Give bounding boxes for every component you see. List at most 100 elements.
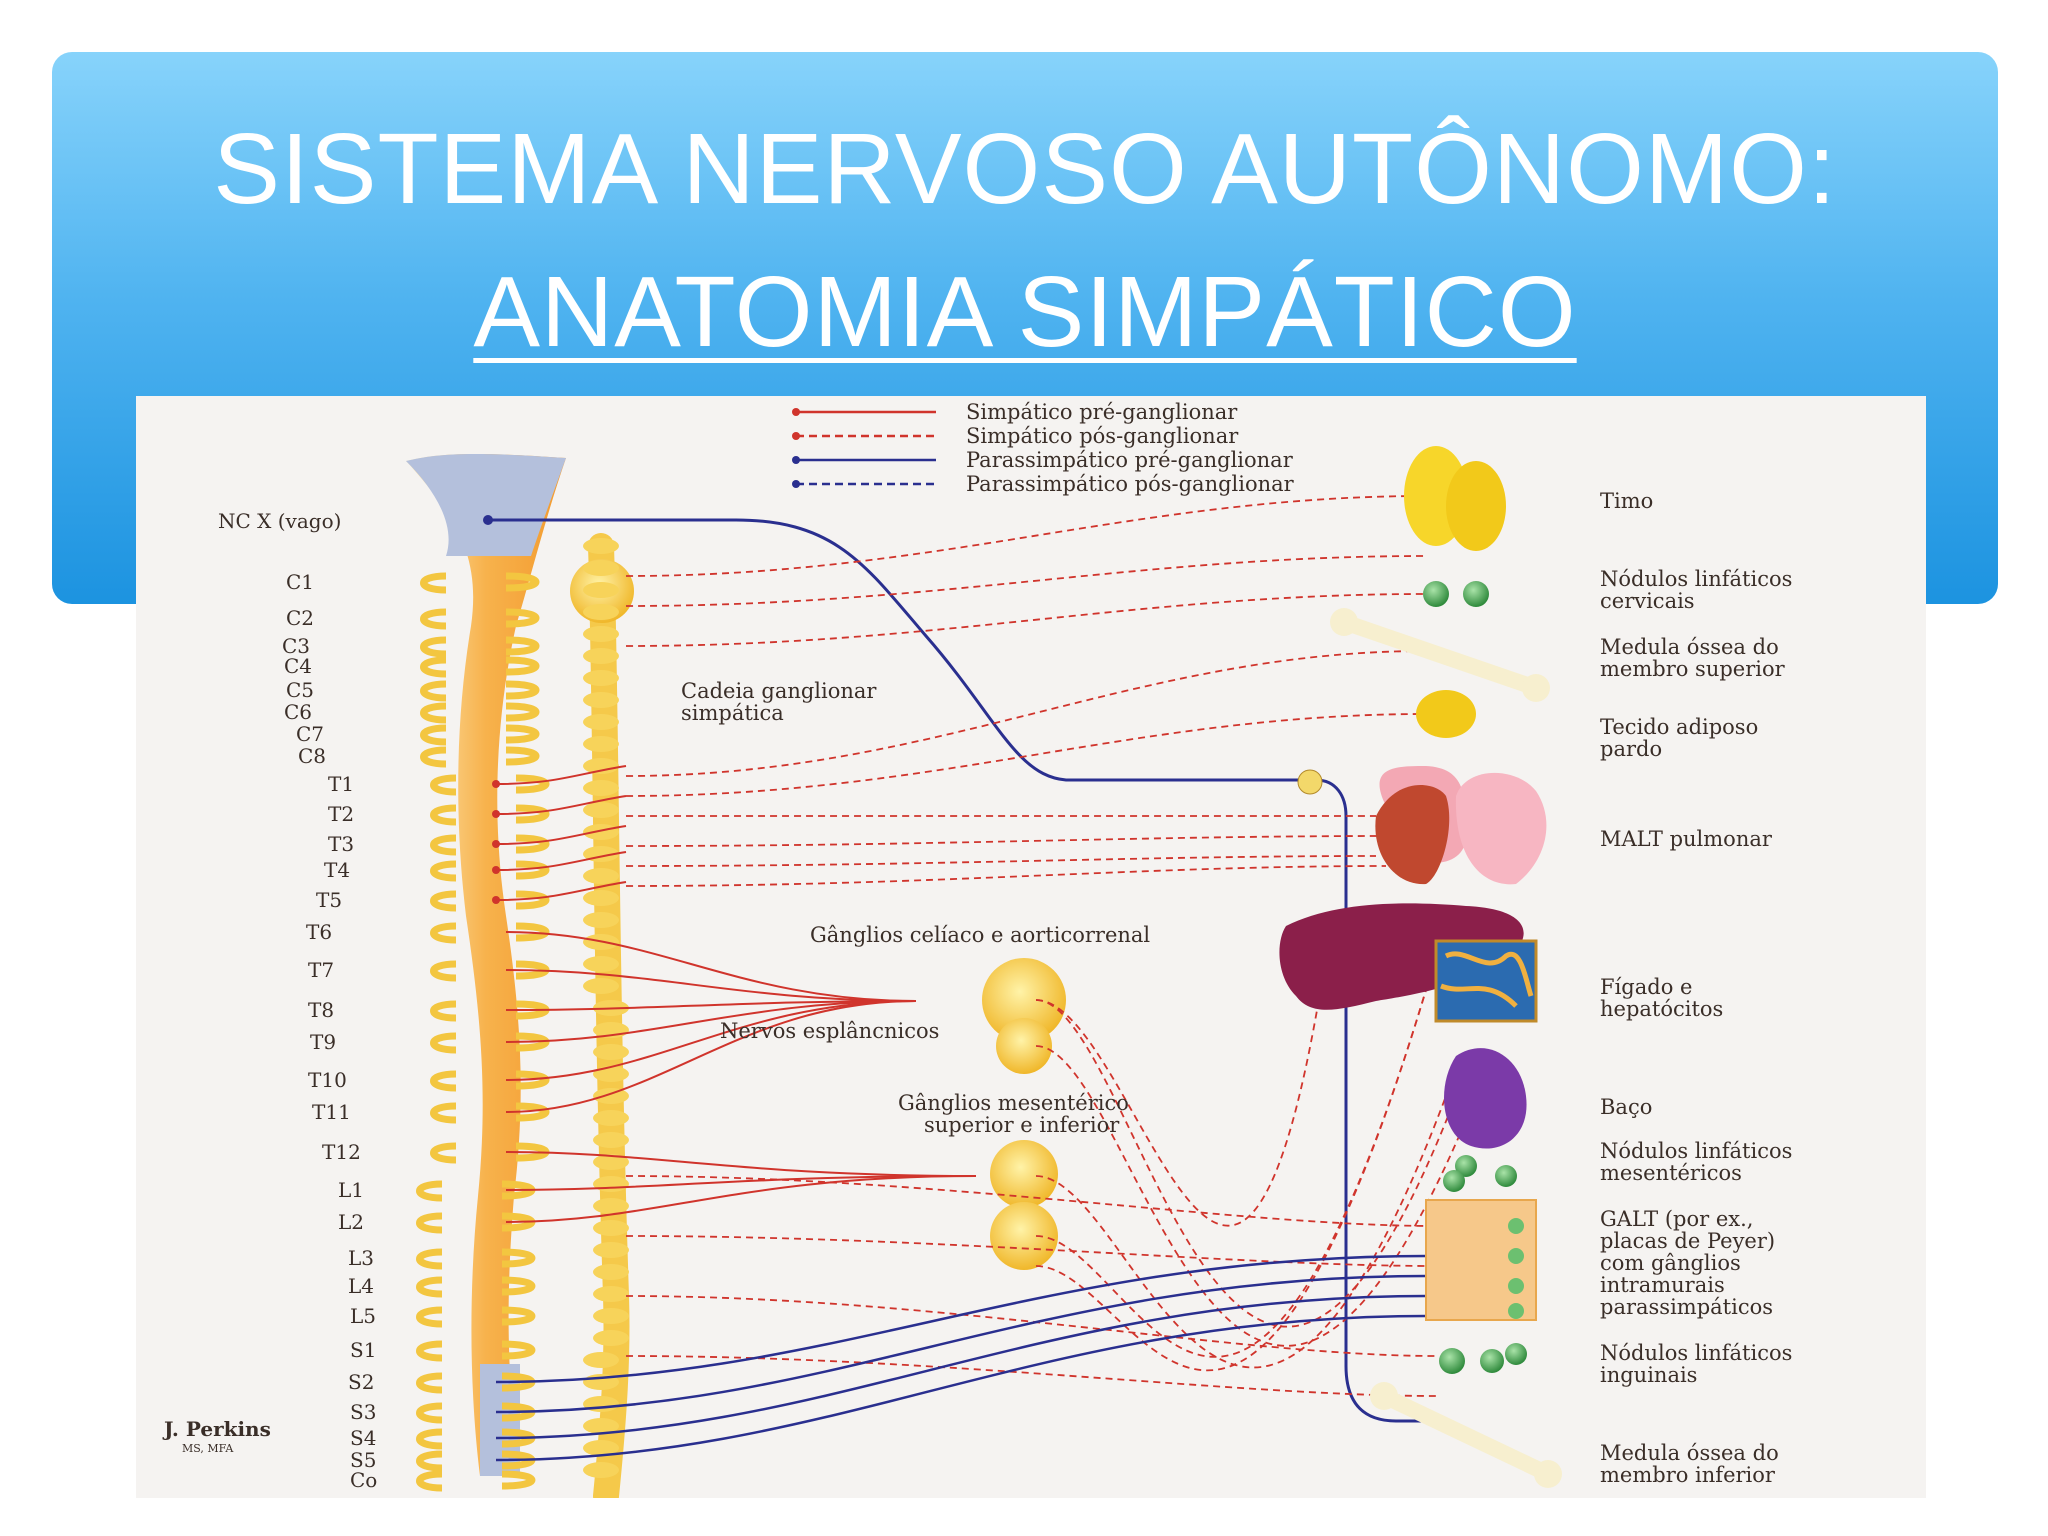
spinal-root <box>501 1276 536 1296</box>
legend-item-para-pos: Parassimpático pós-ganglionar <box>792 472 1295 496</box>
segment-label: T3 <box>328 832 354 856</box>
spinal-root <box>430 922 457 944</box>
segment-label: C7 <box>296 722 324 746</box>
postganglionic-fiber <box>1035 999 1457 1328</box>
chain-ganglion <box>583 868 619 884</box>
spinal-root <box>420 724 447 746</box>
mesenteric-fiber <box>505 1175 977 1223</box>
segment-label: L1 <box>338 1178 364 1202</box>
parasympathetic-fiber <box>495 1274 1427 1414</box>
celiac-ganglia <box>982 958 1066 1074</box>
segment-label: S1 <box>350 1338 376 1362</box>
anatomy-figure: Simpático pré-ganglionar Simpático pós-g… <box>136 396 1926 1498</box>
chain-ganglion <box>583 604 619 620</box>
preganglionic-fiber <box>495 825 627 845</box>
splanchnic-fiber <box>505 1000 917 1011</box>
postganglionic-fibers <box>625 495 1477 1397</box>
organ-label-thymus: Timo <box>1600 489 1653 513</box>
legend-item-simp-pre: Simpático pré-ganglionar <box>792 400 1238 424</box>
segment-label: T10 <box>308 1068 347 1092</box>
chain-ganglion <box>593 1132 629 1148</box>
chain-ganglion <box>583 1418 619 1434</box>
spinal-root <box>420 656 447 678</box>
splanchnic-fiber <box>505 1000 917 1043</box>
spinal-root <box>420 680 447 702</box>
segment-label: C5 <box>286 678 314 702</box>
brown-fat-illustration <box>1416 690 1476 738</box>
segment-label: S2 <box>348 1370 374 1394</box>
chain-ganglion <box>583 1440 619 1456</box>
mesenteric-label: Gânglios mesentérico <box>898 1091 1129 1115</box>
chain-ganglion <box>583 978 619 994</box>
spinal-root <box>416 1428 443 1450</box>
preganglionic-fiber <box>495 881 627 901</box>
sympathetic-chain <box>570 533 634 1498</box>
spinal-root <box>505 656 540 676</box>
chain-ganglion <box>583 956 619 972</box>
segment-label: T9 <box>310 1030 336 1054</box>
chain-label: Cadeia ganglionar <box>681 679 877 703</box>
postganglionic-fiber <box>625 650 1427 777</box>
postganglionic-fiber <box>625 1295 1437 1357</box>
chain-ganglion <box>583 582 619 598</box>
spinal-root <box>416 1372 443 1394</box>
chain-ganglion <box>593 1308 629 1324</box>
preganglionic-fibers <box>492 765 977 1223</box>
chain-ganglion <box>593 1286 629 1302</box>
segment-label: C2 <box>286 606 314 630</box>
fiber-origin-dot <box>492 896 500 904</box>
spinal-root <box>420 636 447 658</box>
organ-label-malt: MALT pulmonar <box>1600 827 1773 851</box>
spinal-root <box>430 1070 457 1092</box>
postganglionic-fiber <box>625 593 1427 647</box>
spinal-root <box>416 1470 443 1492</box>
chain-ganglion <box>593 1242 629 1258</box>
spinal-root <box>515 1032 550 1052</box>
parasympathetic-fiber <box>495 1314 1427 1462</box>
chain-ganglion <box>583 780 619 796</box>
postganglionic-fiber <box>625 1175 1437 1227</box>
spinal-root <box>515 804 550 824</box>
mesenteric-fiber <box>505 1151 977 1177</box>
segment-label: L4 <box>348 1274 374 1298</box>
spinal-root <box>501 1306 536 1326</box>
chain-ganglion <box>583 1462 619 1478</box>
segment-label: T4 <box>324 858 350 882</box>
vagus-origin-dot <box>483 515 493 525</box>
chain-ganglion <box>583 758 619 774</box>
splanchnic-fiber <box>505 969 917 1002</box>
chain-label: simpática <box>681 701 784 725</box>
spinal-root <box>420 608 447 630</box>
spinal-root <box>515 1102 550 1122</box>
segment-label: L2 <box>338 1210 364 1234</box>
segment-label: C4 <box>284 654 312 678</box>
mesenteric-label: superior e inferior <box>924 1113 1120 1137</box>
spinal-root <box>501 1470 536 1490</box>
chain-ganglion <box>583 802 619 818</box>
legend-label: Parassimpático pré-ganglionar <box>966 448 1294 472</box>
parasympathetic-fiber <box>495 1254 1427 1384</box>
chain-ganglion <box>583 692 619 708</box>
liver-illustration <box>1279 903 1538 1023</box>
spinal-root <box>505 572 540 592</box>
chain-ganglion <box>593 1330 629 1346</box>
spinal-root <box>505 680 540 700</box>
spinal-root <box>501 1340 536 1360</box>
legend-label: Parassimpático pós-ganglionar <box>966 472 1295 496</box>
organ-label-spleen: Baço <box>1600 1095 1652 1119</box>
spinal-root <box>430 1032 457 1054</box>
spinal-root <box>416 1276 443 1298</box>
segment-label: T8 <box>308 998 334 1022</box>
segment-label: L5 <box>350 1304 376 1328</box>
spinal-root <box>416 1402 443 1424</box>
spinal-cord <box>406 454 566 1476</box>
spinal-root <box>505 746 540 766</box>
chain-ganglion <box>583 538 619 554</box>
spinal-root <box>430 804 457 826</box>
title-line-1: SISTEMA NERVOSO AUTÔNOMO: <box>213 113 1837 225</box>
